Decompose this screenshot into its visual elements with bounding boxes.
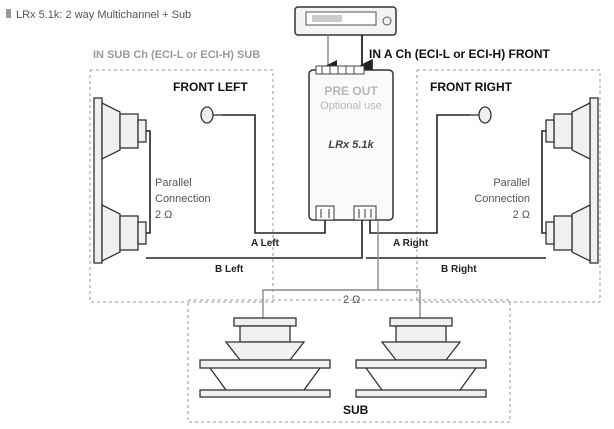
ohm-right-label: 2 Ω bbox=[513, 209, 530, 221]
ohm-sub-label: 2 Ω bbox=[343, 294, 360, 306]
caption-bullet bbox=[6, 9, 11, 18]
woofer-right-icon bbox=[545, 97, 599, 264]
head-unit bbox=[294, 6, 397, 36]
a-right-label: A Right bbox=[393, 238, 429, 249]
sub-wiring-lines bbox=[262, 220, 421, 318]
wiring-lines bbox=[146, 114, 546, 259]
a-left-label: A Left bbox=[251, 238, 280, 249]
b-right-label: B Right bbox=[441, 264, 477, 275]
tweeter-left-icon bbox=[200, 106, 222, 124]
woofer-left-icon bbox=[93, 97, 147, 264]
sub-label: SUB bbox=[343, 403, 369, 417]
ohm-left-label: 2 Ω bbox=[155, 209, 172, 221]
in-sub-label: IN SUB Ch (ECI-L or ECI-H) SUB bbox=[93, 49, 260, 61]
front-left-label: FRONT LEFT bbox=[173, 80, 248, 94]
pre-out-label: PRE OUT bbox=[324, 84, 378, 98]
amplifier bbox=[308, 65, 394, 221]
connection-left-label: Connection bbox=[155, 193, 211, 205]
in-front-label: IN A Ch (ECI-L or ECI-H) FRONT bbox=[369, 47, 551, 61]
parallel-right-label: Parallel bbox=[493, 177, 530, 189]
subwoofer-right-icon bbox=[355, 317, 487, 398]
parallel-left-label: Parallel bbox=[155, 177, 192, 189]
optional-use-label: Optional use bbox=[320, 100, 382, 112]
connection-right-label: Connection bbox=[474, 193, 530, 205]
front-right-label: FRONT RIGHT bbox=[430, 80, 513, 94]
b-left-label: B Left bbox=[215, 264, 244, 275]
front-left-zone bbox=[89, 69, 274, 303]
front-right-zone bbox=[416, 69, 601, 303]
subwoofer-left-icon bbox=[199, 317, 331, 398]
tweeter-right-icon bbox=[470, 106, 492, 124]
diagram-caption: LRx 5.1k: 2 way Multichannel + Sub bbox=[16, 9, 191, 21]
amplifier-logo: LRx 5.1k bbox=[328, 139, 374, 151]
